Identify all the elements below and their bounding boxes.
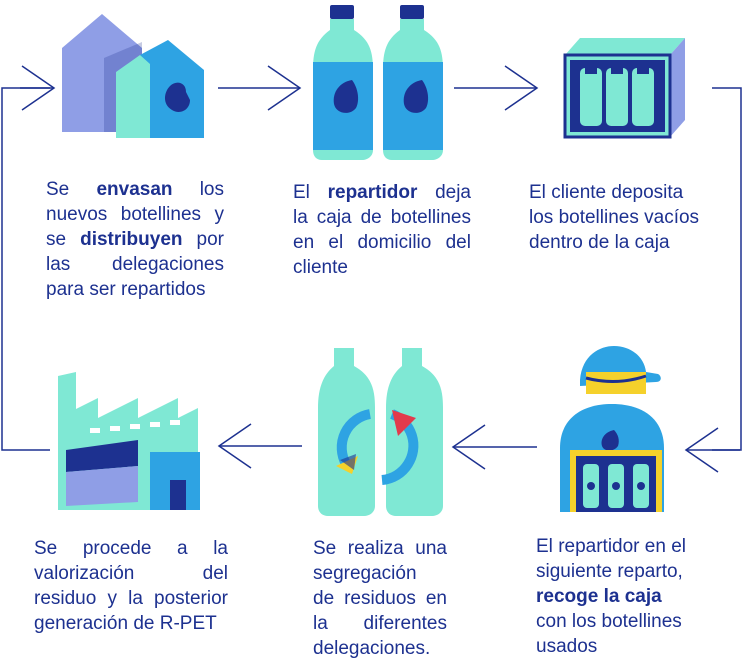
arrow-left-icon xyxy=(451,424,537,470)
crate-with-bottles-icon xyxy=(563,38,685,139)
right-return-line xyxy=(712,87,742,451)
step-recogida-text: El repartidor en el siguiente reparto, rec… xyxy=(536,534,698,659)
delivered-bottles-icon xyxy=(313,5,443,160)
bottling-plant-icon xyxy=(62,14,204,138)
arrow-right-icon xyxy=(218,65,302,111)
step-text-line: los botellines vacíos xyxy=(529,207,700,228)
factory-icon xyxy=(58,372,200,510)
step-text-line: generación de R-PET xyxy=(34,613,217,634)
arrows-top xyxy=(20,65,539,111)
left-return-line xyxy=(1,87,50,451)
delivery-person-icon xyxy=(560,346,664,512)
step-text-line: usados xyxy=(536,636,598,657)
segregation-bottles-icon xyxy=(318,348,443,516)
step-text-line: delegaciones. xyxy=(313,638,431,659)
step-text-line: cliente xyxy=(293,257,348,278)
arrow-right-icon xyxy=(454,65,539,111)
step-text-line: El repartidor en el xyxy=(536,536,687,557)
arrow-left-icon xyxy=(217,423,302,469)
arrow-left-icon xyxy=(684,427,740,473)
arrows-bottom xyxy=(217,423,740,473)
arrow-right-icon xyxy=(20,65,56,111)
step-text-line: segregación xyxy=(313,563,417,584)
step-text-line: recoge la caja xyxy=(536,586,662,607)
step-text-line: con los botellines xyxy=(536,611,682,632)
step-deposito-text: El cliente deposita los botellines vacíos… xyxy=(529,180,719,255)
step-text-line: siguiente reparto, xyxy=(536,561,683,582)
step-text-line: El cliente deposita xyxy=(529,182,684,203)
step-text-line: dentro de la caja xyxy=(529,232,670,253)
step-text-line: para ser repartidos xyxy=(46,279,206,300)
